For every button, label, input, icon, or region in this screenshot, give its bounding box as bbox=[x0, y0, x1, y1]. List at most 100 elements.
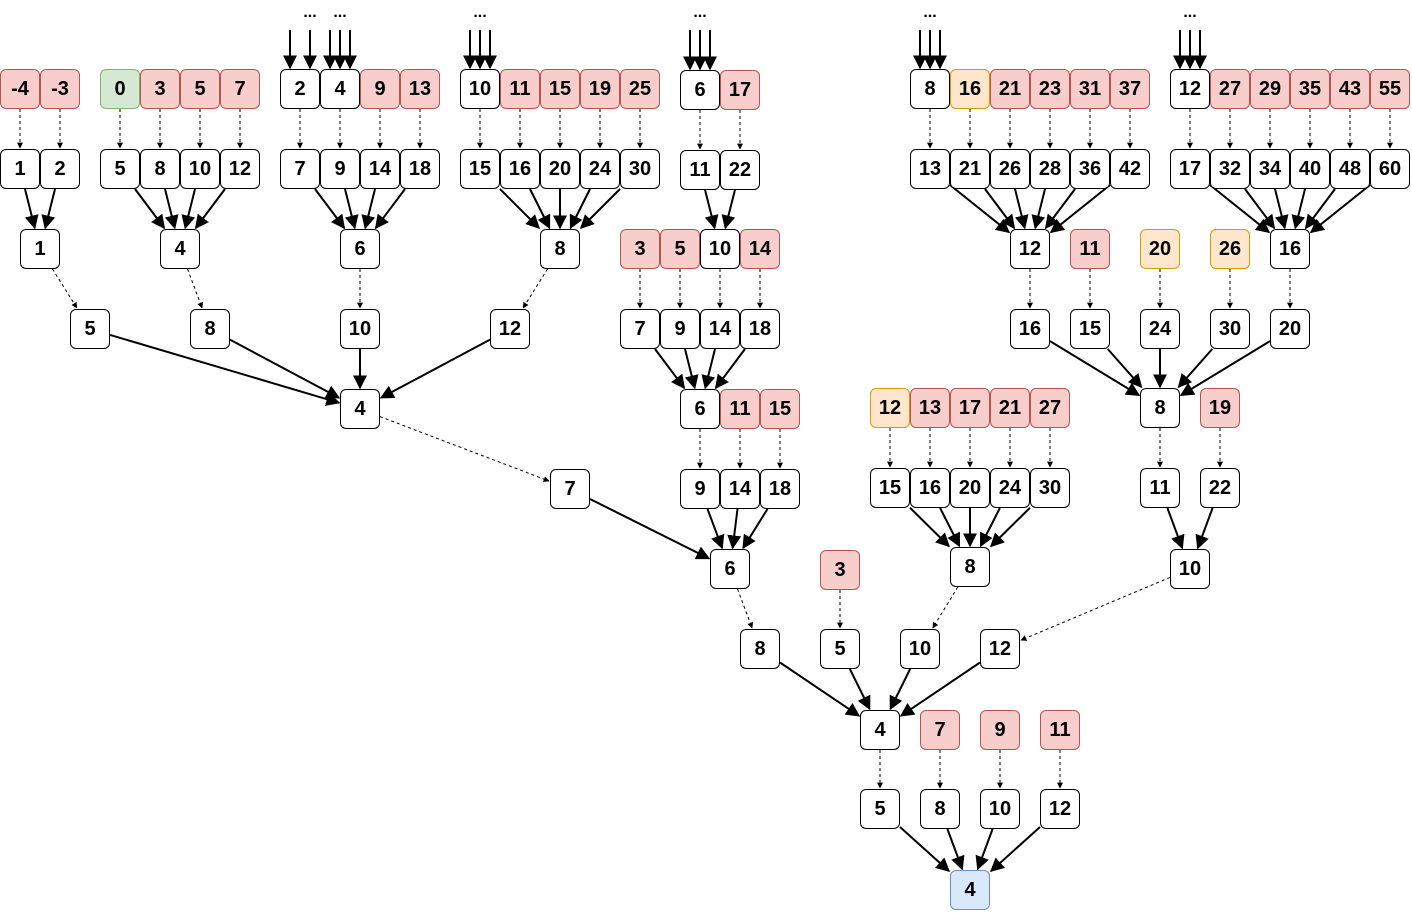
node-x4[interactable]: 28 bbox=[1030, 149, 1070, 189]
node-ff2[interactable]: 13 bbox=[910, 388, 950, 428]
node-w4[interactable]: 23 bbox=[1030, 69, 1070, 109]
node-hh1[interactable]: 8 bbox=[950, 547, 990, 587]
node-u1[interactable]: 7 bbox=[550, 469, 590, 509]
node-k2[interactable]: 16 bbox=[500, 149, 540, 189]
node-a2[interactable]: -3 bbox=[40, 69, 80, 109]
node-y6[interactable]: 55 bbox=[1370, 69, 1410, 109]
node-h3[interactable]: 14 bbox=[360, 149, 400, 189]
node-cc2[interactable]: 19 bbox=[1200, 388, 1240, 428]
node-q2[interactable]: 5 bbox=[660, 229, 700, 269]
node-w1[interactable]: 8 bbox=[910, 69, 950, 109]
node-gg1[interactable]: 15 bbox=[870, 468, 910, 508]
node-y2[interactable]: 27 bbox=[1210, 69, 1250, 109]
node-p2[interactable]: 22 bbox=[720, 150, 760, 190]
node-j4[interactable]: 19 bbox=[580, 69, 620, 109]
node-x1[interactable]: 13 bbox=[910, 149, 950, 189]
node-l1[interactable]: 8 bbox=[540, 229, 580, 269]
node-bb5[interactable]: 20 bbox=[1270, 309, 1310, 349]
node-o2[interactable]: 17 bbox=[720, 70, 760, 110]
node-jj3[interactable]: 10 bbox=[900, 629, 940, 669]
node-d2[interactable]: 3 bbox=[140, 69, 180, 109]
node-d3[interactable]: 5 bbox=[180, 69, 220, 109]
node-d4[interactable]: 7 bbox=[220, 69, 260, 109]
node-x6[interactable]: 42 bbox=[1110, 149, 1150, 189]
node-s2[interactable]: 11 bbox=[720, 389, 760, 429]
node-ff1[interactable]: 12 bbox=[870, 388, 910, 428]
node-j5[interactable]: 25 bbox=[620, 69, 660, 109]
node-y5[interactable]: 43 bbox=[1330, 69, 1370, 109]
node-w2[interactable]: 16 bbox=[950, 69, 990, 109]
node-f1[interactable]: 4 bbox=[160, 229, 200, 269]
node-q4[interactable]: 14 bbox=[740, 229, 780, 269]
node-aa1[interactable]: 12 bbox=[1010, 229, 1050, 269]
node-e3[interactable]: 10 bbox=[180, 149, 220, 189]
node-bb1[interactable]: 16 bbox=[1010, 309, 1050, 349]
node-aa3[interactable]: 20 bbox=[1140, 229, 1180, 269]
node-g3[interactable]: 9 bbox=[360, 69, 400, 109]
node-p1[interactable]: 11 bbox=[680, 150, 720, 190]
node-x3[interactable]: 26 bbox=[990, 149, 1030, 189]
node-j2[interactable]: 11 bbox=[500, 69, 540, 109]
node-aa5[interactable]: 16 bbox=[1270, 229, 1310, 269]
node-r2[interactable]: 9 bbox=[660, 309, 700, 349]
node-z2[interactable]: 32 bbox=[1210, 149, 1250, 189]
node-e2[interactable]: 8 bbox=[140, 149, 180, 189]
node-i1[interactable]: 6 bbox=[340, 229, 380, 269]
root-node[interactable]: 4 bbox=[950, 870, 990, 910]
node-m4[interactable]: 12 bbox=[490, 309, 530, 349]
node-e1[interactable]: 5 bbox=[100, 149, 140, 189]
node-n1[interactable]: 4 bbox=[340, 389, 380, 429]
node-y4[interactable]: 35 bbox=[1290, 69, 1330, 109]
node-x2[interactable]: 21 bbox=[950, 149, 990, 189]
node-jj1[interactable]: 8 bbox=[740, 629, 780, 669]
node-k1[interactable]: 15 bbox=[460, 149, 500, 189]
node-z4[interactable]: 40 bbox=[1290, 149, 1330, 189]
node-w5[interactable]: 31 bbox=[1070, 69, 1110, 109]
node-gg4[interactable]: 24 bbox=[990, 468, 1030, 508]
node-dd2[interactable]: 22 bbox=[1200, 468, 1240, 508]
node-q1[interactable]: 3 bbox=[620, 229, 660, 269]
node-jj4[interactable]: 12 bbox=[980, 629, 1020, 669]
node-bb4[interactable]: 30 bbox=[1210, 309, 1250, 349]
node-ii1[interactable]: 3 bbox=[820, 550, 860, 590]
node-m3[interactable]: 10 bbox=[340, 309, 380, 349]
node-r3[interactable]: 14 bbox=[700, 309, 740, 349]
node-gg5[interactable]: 30 bbox=[1030, 468, 1070, 508]
node-cc1[interactable]: 8 bbox=[1140, 388, 1180, 428]
node-s3[interactable]: 15 bbox=[760, 389, 800, 429]
node-h4[interactable]: 18 bbox=[400, 149, 440, 189]
node-gg3[interactable]: 20 bbox=[950, 468, 990, 508]
node-k3[interactable]: 20 bbox=[540, 149, 580, 189]
node-ee1[interactable]: 10 bbox=[1170, 549, 1210, 589]
node-dd1[interactable]: 11 bbox=[1140, 468, 1180, 508]
node-aa4[interactable]: 26 bbox=[1210, 229, 1250, 269]
node-ll2[interactable]: 8 bbox=[920, 789, 960, 829]
node-a1[interactable]: -4 bbox=[0, 69, 40, 109]
node-kk3[interactable]: 9 bbox=[980, 710, 1020, 750]
node-ll4[interactable]: 12 bbox=[1040, 789, 1080, 829]
node-ff5[interactable]: 27 bbox=[1030, 388, 1070, 428]
node-t2[interactable]: 14 bbox=[720, 469, 760, 509]
node-m1[interactable]: 5 bbox=[70, 309, 110, 349]
node-t3[interactable]: 18 bbox=[760, 469, 800, 509]
node-o1[interactable]: 6 bbox=[680, 70, 720, 110]
node-v1[interactable]: 6 bbox=[710, 549, 750, 589]
node-kk4[interactable]: 11 bbox=[1040, 710, 1080, 750]
node-g2[interactable]: 4 bbox=[320, 69, 360, 109]
node-j3[interactable]: 15 bbox=[540, 69, 580, 109]
node-ll3[interactable]: 10 bbox=[980, 789, 1020, 829]
node-z3[interactable]: 34 bbox=[1250, 149, 1290, 189]
node-m2[interactable]: 8 bbox=[190, 309, 230, 349]
node-h2[interactable]: 9 bbox=[320, 149, 360, 189]
node-b2[interactable]: 2 bbox=[40, 149, 80, 189]
node-z6[interactable]: 60 bbox=[1370, 149, 1410, 189]
node-e4[interactable]: 12 bbox=[220, 149, 260, 189]
node-d1[interactable]: 0 bbox=[100, 69, 140, 109]
node-y3[interactable]: 29 bbox=[1250, 69, 1290, 109]
node-w3[interactable]: 21 bbox=[990, 69, 1030, 109]
node-kk2[interactable]: 7 bbox=[920, 710, 960, 750]
node-g1[interactable]: 2 bbox=[280, 69, 320, 109]
node-k5[interactable]: 30 bbox=[620, 149, 660, 189]
node-r1[interactable]: 7 bbox=[620, 309, 660, 349]
node-z5[interactable]: 48 bbox=[1330, 149, 1370, 189]
